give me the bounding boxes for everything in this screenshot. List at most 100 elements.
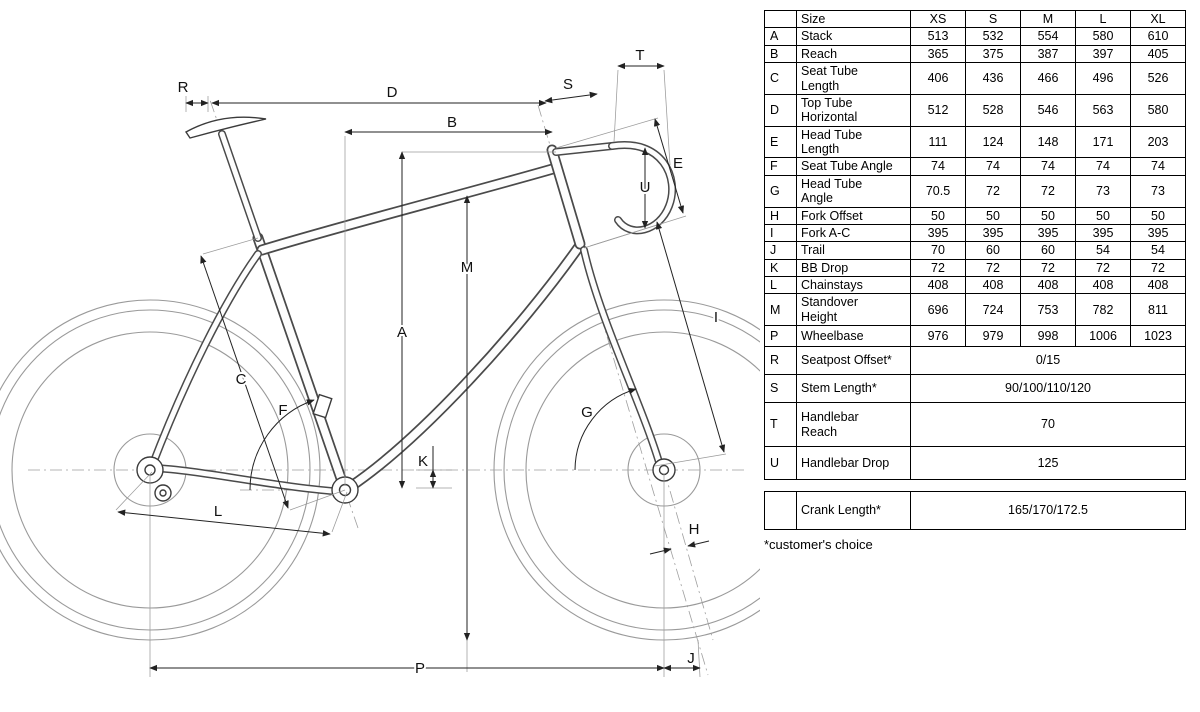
row-value: 72 — [966, 259, 1021, 277]
down-tube-fill — [346, 244, 582, 491]
row-value: 554 — [1021, 28, 1076, 46]
dimension-lines — [117, 62, 726, 672]
row-value: 54 — [1131, 242, 1186, 260]
dim-seat-tube-angle-arc — [249, 399, 315, 491]
row-value: 72 — [1131, 259, 1186, 277]
row-label: Handlebar Reach — [797, 403, 911, 448]
row-letter: K — [765, 259, 797, 277]
row-value: 54 — [1076, 242, 1131, 260]
row-value: 526 — [1131, 63, 1186, 95]
saddle — [184, 116, 267, 139]
dimension-labels: R D B S T E U A M C F G K L I H P J — [176, 45, 721, 679]
row-value: 397 — [1076, 45, 1131, 64]
row-value: 979 — [966, 326, 1021, 348]
row-label: Stem Length* — [797, 375, 911, 404]
row-value: 74 — [911, 158, 966, 176]
row-value: 512 — [911, 94, 966, 127]
row-letter: U — [765, 447, 797, 481]
row-value: 50 — [1131, 207, 1186, 225]
row-value: 50 — [1021, 207, 1076, 225]
row-letter: H — [765, 207, 797, 225]
dim-fork-offset-left — [649, 547, 672, 555]
row-label: BB Drop — [797, 259, 911, 277]
size-column-header: L — [1076, 11, 1131, 29]
row-value: 408 — [1021, 277, 1076, 295]
row-value: 405 — [1131, 45, 1186, 64]
row-value: 72 — [1021, 175, 1076, 208]
row-letter: I — [765, 224, 797, 243]
row-letter: L — [765, 277, 797, 295]
row-value: 365 — [911, 45, 966, 64]
row-value: 395 — [911, 224, 966, 243]
row-value: 395 — [1076, 224, 1131, 243]
dim-stem-length — [544, 91, 598, 104]
row-value: 546 — [1021, 94, 1076, 127]
row-value: 60 — [966, 242, 1021, 260]
top-tube-fill — [258, 164, 560, 254]
crank-length-row: Crank Length*165/170/172.5 — [765, 492, 1186, 531]
row-label: Head Tube Angle — [797, 175, 911, 208]
chainstay-fill — [151, 465, 348, 495]
dim-label-c: C — [236, 371, 247, 388]
seatpost-fill — [219, 131, 261, 241]
size-column-header: XS — [911, 11, 966, 29]
seat-stay — [148, 250, 262, 470]
dim-head-tube-angle-arc — [574, 387, 637, 471]
row-letter: D — [765, 94, 797, 127]
geometry-table-crank: Crank Length*165/170/172.5 — [764, 491, 1186, 531]
dim-label-m: M — [461, 259, 474, 276]
row-letter: A — [765, 28, 797, 46]
row-letter: J — [765, 242, 797, 260]
bike-frame — [136, 116, 677, 504]
extension-lines — [115, 69, 727, 678]
fork-blade-fill — [581, 247, 662, 465]
dim-label-g: G — [581, 404, 593, 421]
dim-label-d: D — [387, 84, 398, 101]
row-label: Standover Height — [797, 294, 911, 327]
row-value: 72 — [1021, 259, 1076, 277]
row-value: 74 — [966, 158, 1021, 176]
row-letter: F — [765, 158, 797, 176]
stem-fill — [553, 143, 615, 155]
row-value: 74 — [1076, 158, 1131, 176]
down-tube — [344, 242, 584, 493]
row-label: Seatpost Offset* — [797, 347, 911, 376]
row-value: 563 — [1076, 94, 1131, 127]
dim-label-r: R — [178, 79, 189, 96]
dim-fork-offset-right — [687, 540, 710, 548]
row-value-span: 70 — [911, 403, 1186, 448]
row-value: 50 — [966, 207, 1021, 225]
row-value: 532 — [966, 28, 1021, 46]
row-letter: E — [765, 126, 797, 159]
dim-label-h: H — [689, 521, 700, 538]
row-value: 408 — [1076, 277, 1131, 295]
dim-label-u: U — [640, 179, 651, 196]
row-label: Trail — [797, 242, 911, 260]
size-column-header: M — [1021, 11, 1076, 29]
head-tube-fill — [548, 146, 584, 248]
derailleur-bolt — [159, 489, 167, 497]
row-value: 72 — [911, 259, 966, 277]
row-value: 696 — [911, 294, 966, 327]
row-letter: B — [765, 45, 797, 64]
row-label: Seat Tube Angle — [797, 158, 911, 176]
row-label: Stack — [797, 28, 911, 46]
row-label: Seat Tube Length — [797, 63, 911, 95]
row-value: 375 — [966, 45, 1021, 64]
row-label: Handlebar Drop — [797, 447, 911, 481]
row-value: 406 — [911, 63, 966, 95]
